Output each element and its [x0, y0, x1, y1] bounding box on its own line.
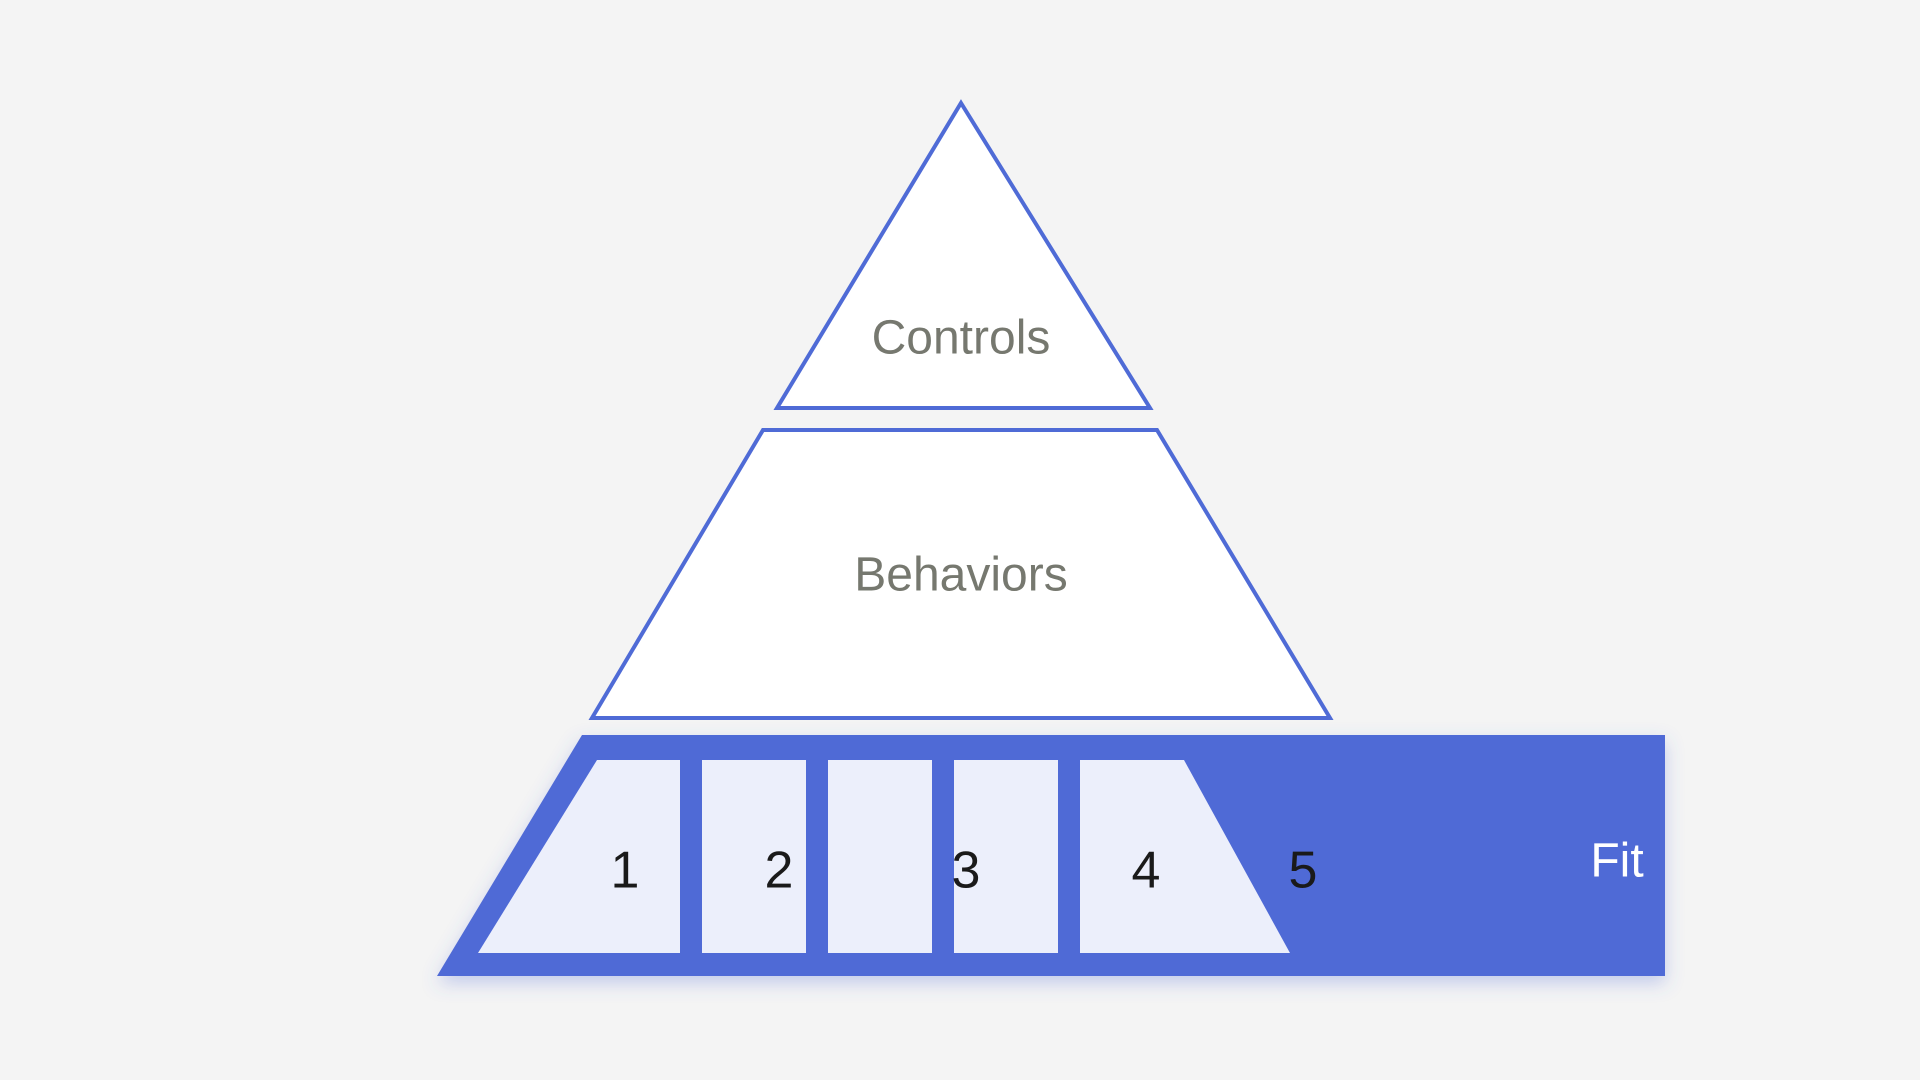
tier-top-label: Controls	[872, 312, 1051, 365]
base-cell-2-shape[interactable]	[702, 760, 806, 953]
base-cell-3-shape[interactable]	[828, 760, 932, 953]
tier-top-group[interactable]: Controls	[773, 99, 1154, 410]
tier-middle-group[interactable]: Behaviors	[588, 428, 1334, 720]
base-cell-1-label: 1	[611, 842, 640, 900]
base-cell-3-label: 3	[952, 842, 981, 900]
tier-middle-label: Behaviors	[854, 549, 1067, 602]
base-cell-4-label: 4	[1132, 842, 1161, 900]
tier-middle-shape[interactable]	[588, 428, 1334, 720]
base-cell-1-shape[interactable]	[478, 760, 680, 953]
base-cell-4-shape[interactable]	[954, 760, 1058, 953]
tier-top-shape[interactable]	[773, 99, 1154, 410]
base-cell-5-label: 5	[1289, 842, 1318, 900]
base-cell-5-shape[interactable]	[1080, 760, 1290, 953]
base-cell-2-label: 2	[765, 842, 794, 900]
tier-base-label: Fit	[1590, 835, 1643, 888]
tier-base-group[interactable]: 1 2 3 4 5 Fit	[437, 735, 1665, 976]
